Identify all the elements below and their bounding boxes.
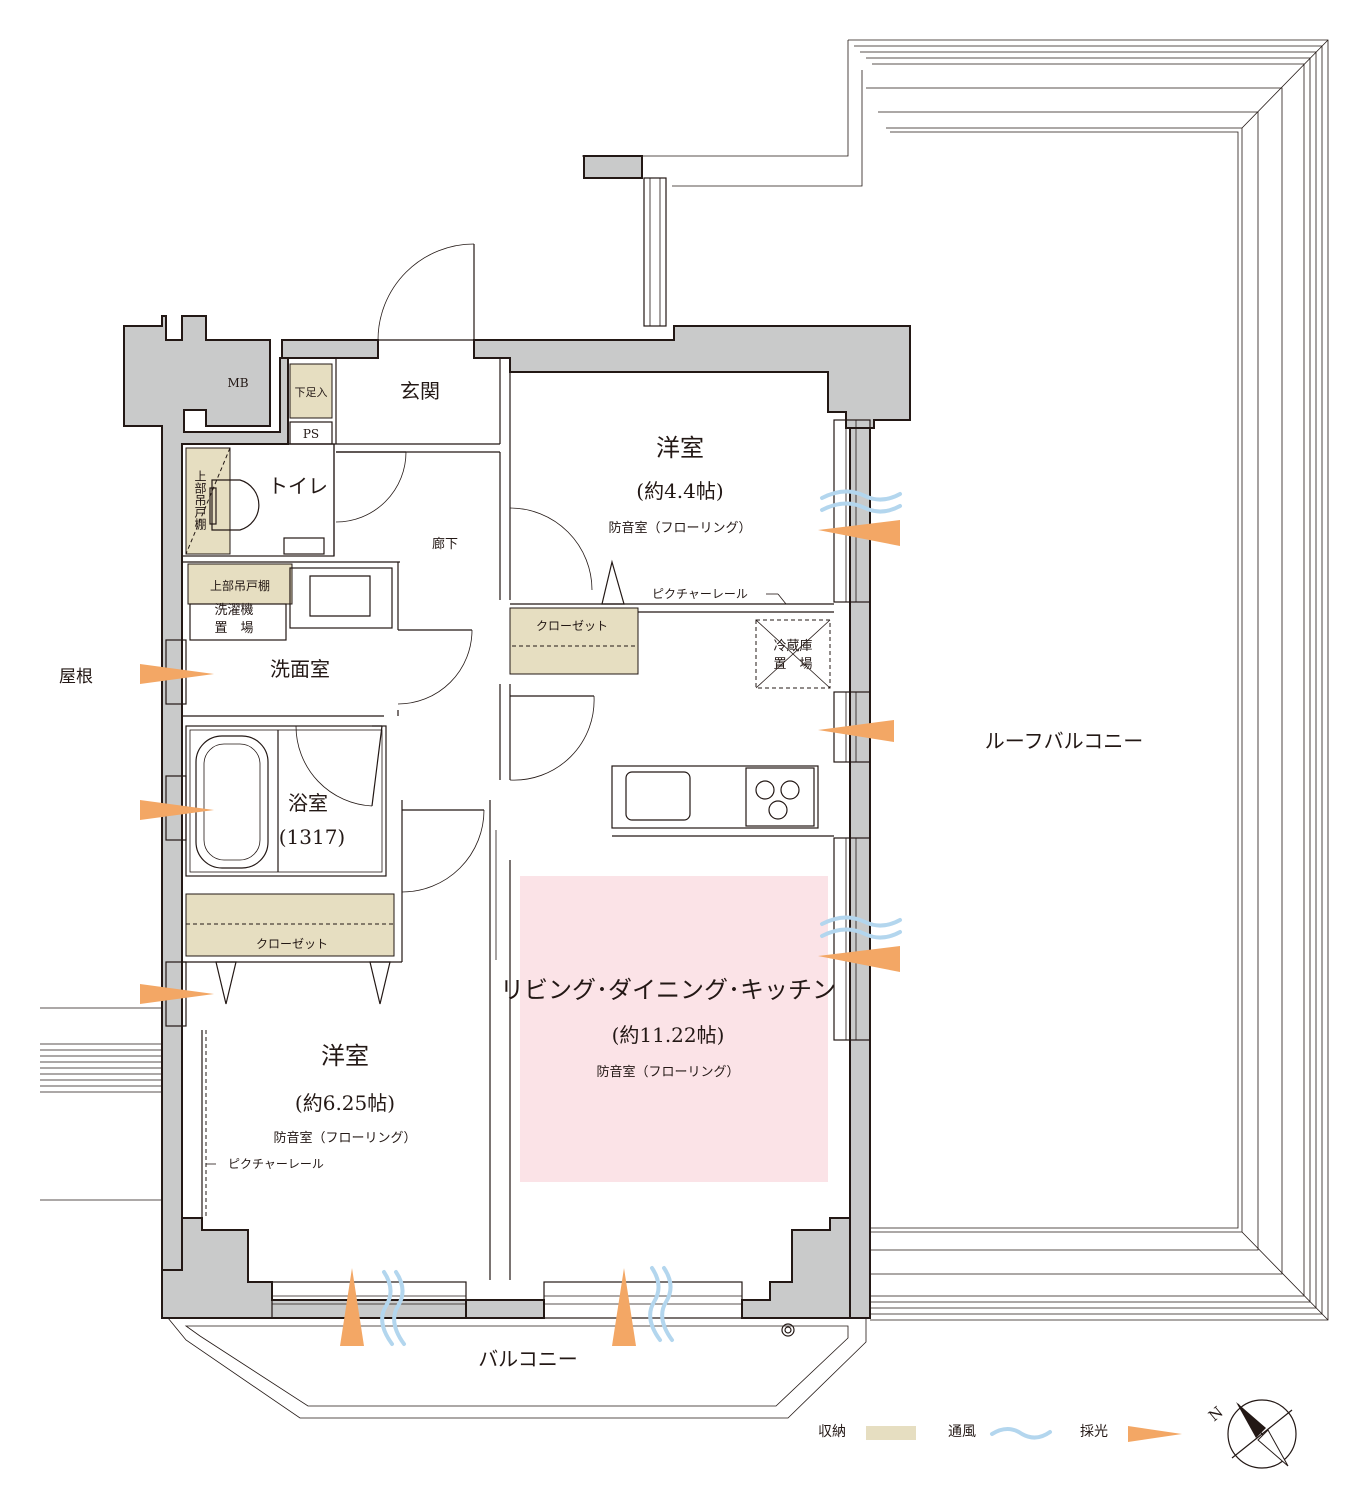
room1-name: 洋室	[656, 434, 704, 462]
balcony-label: バルコニー	[478, 1347, 578, 1371]
roof-slab	[40, 1007, 162, 1201]
roof-label: 屋根	[59, 667, 93, 687]
closet-door-marks	[215, 559, 625, 1005]
room2-name: 洋室	[321, 1042, 369, 1070]
bottom-windows	[271, 1281, 743, 1319]
picture-rail-upper-label: ピクチャーレール	[652, 587, 748, 601]
bathroom-size: (1317)	[279, 825, 346, 849]
toilet-label: トイレ	[268, 474, 328, 498]
legend-daylight-label: 採光	[1080, 1424, 1108, 1440]
washer-label-2: 置 場	[214, 621, 253, 636]
entrance-label: 玄関	[400, 379, 440, 403]
ps-label: PS	[303, 427, 319, 441]
legend-ventilation-label: 通風	[948, 1424, 976, 1440]
closet-lower-label: クローゼット	[256, 937, 328, 951]
upper-cabinet-label: 上部吊戸棚	[210, 578, 270, 593]
compass: N	[1205, 1399, 1297, 1469]
upper-wall-stub	[583, 155, 667, 327]
kitchen-fixtures	[611, 765, 834, 837]
doors	[295, 243, 595, 893]
wash-fixtures	[189, 567, 393, 641]
ventilation-indicators	[380, 489, 902, 1346]
room-labels: MB PS 下足入 玄関 トイレ 廊下 上部吊戸棚 洗濯機 置 場 洗面室 浴室…	[59, 376, 1143, 1371]
shoe-storage-label: 下足入	[295, 386, 328, 399]
upper-cabinet-toilet-label: 上部吊戸棚	[193, 470, 207, 531]
legend-ventilation-swatch	[990, 1427, 1052, 1440]
legend: 収納 通風 採光	[818, 1424, 1182, 1442]
mb-label: MB	[227, 376, 248, 390]
exterior-walls	[123, 315, 911, 1319]
legend-storage-label: 収納	[818, 1424, 846, 1440]
closet-upper-label: クローゼット	[536, 619, 608, 633]
fridge-label-2: 置 場	[773, 657, 812, 672]
fridge-label-1: 冷蔵庫	[773, 639, 812, 654]
washroom-label: 洗面室	[270, 657, 330, 681]
washer-label-1: 洗濯機	[214, 603, 253, 618]
toilet-fixtures	[185, 447, 325, 555]
room1-note: 防音室（フローリング）	[608, 520, 751, 536]
fridge-space	[755, 619, 831, 689]
legend-daylight-swatch	[1128, 1426, 1182, 1442]
roof-balcony-label: ルーフバルコニー	[985, 729, 1143, 753]
room2-note: 防音室（フローリング）	[273, 1130, 416, 1146]
daylight-indicators	[140, 520, 900, 1346]
roof-balcony	[582, 39, 1329, 1321]
hallway-label: 廊下	[432, 536, 458, 552]
ldk-name: リビング･ダイニング･キッチン	[500, 976, 836, 1004]
ldk-note: 防音室（フローリング）	[596, 1064, 739, 1080]
bathroom-label: 浴室	[288, 791, 328, 815]
picture-rail-lower-label: ピクチャーレール	[228, 1157, 324, 1171]
picture-rails	[205, 593, 834, 1218]
room1-size: (約4.4帖)	[636, 479, 723, 503]
room2-size: (約6.25帖)	[295, 1091, 395, 1115]
bathtub	[195, 730, 279, 872]
compass-north-label: N	[1205, 1403, 1227, 1425]
storage-areas	[185, 363, 639, 957]
legend-storage-swatch	[866, 1426, 916, 1440]
ldk-size: (約11.22帖)	[612, 1023, 725, 1047]
ldk-highlight	[520, 876, 828, 1182]
